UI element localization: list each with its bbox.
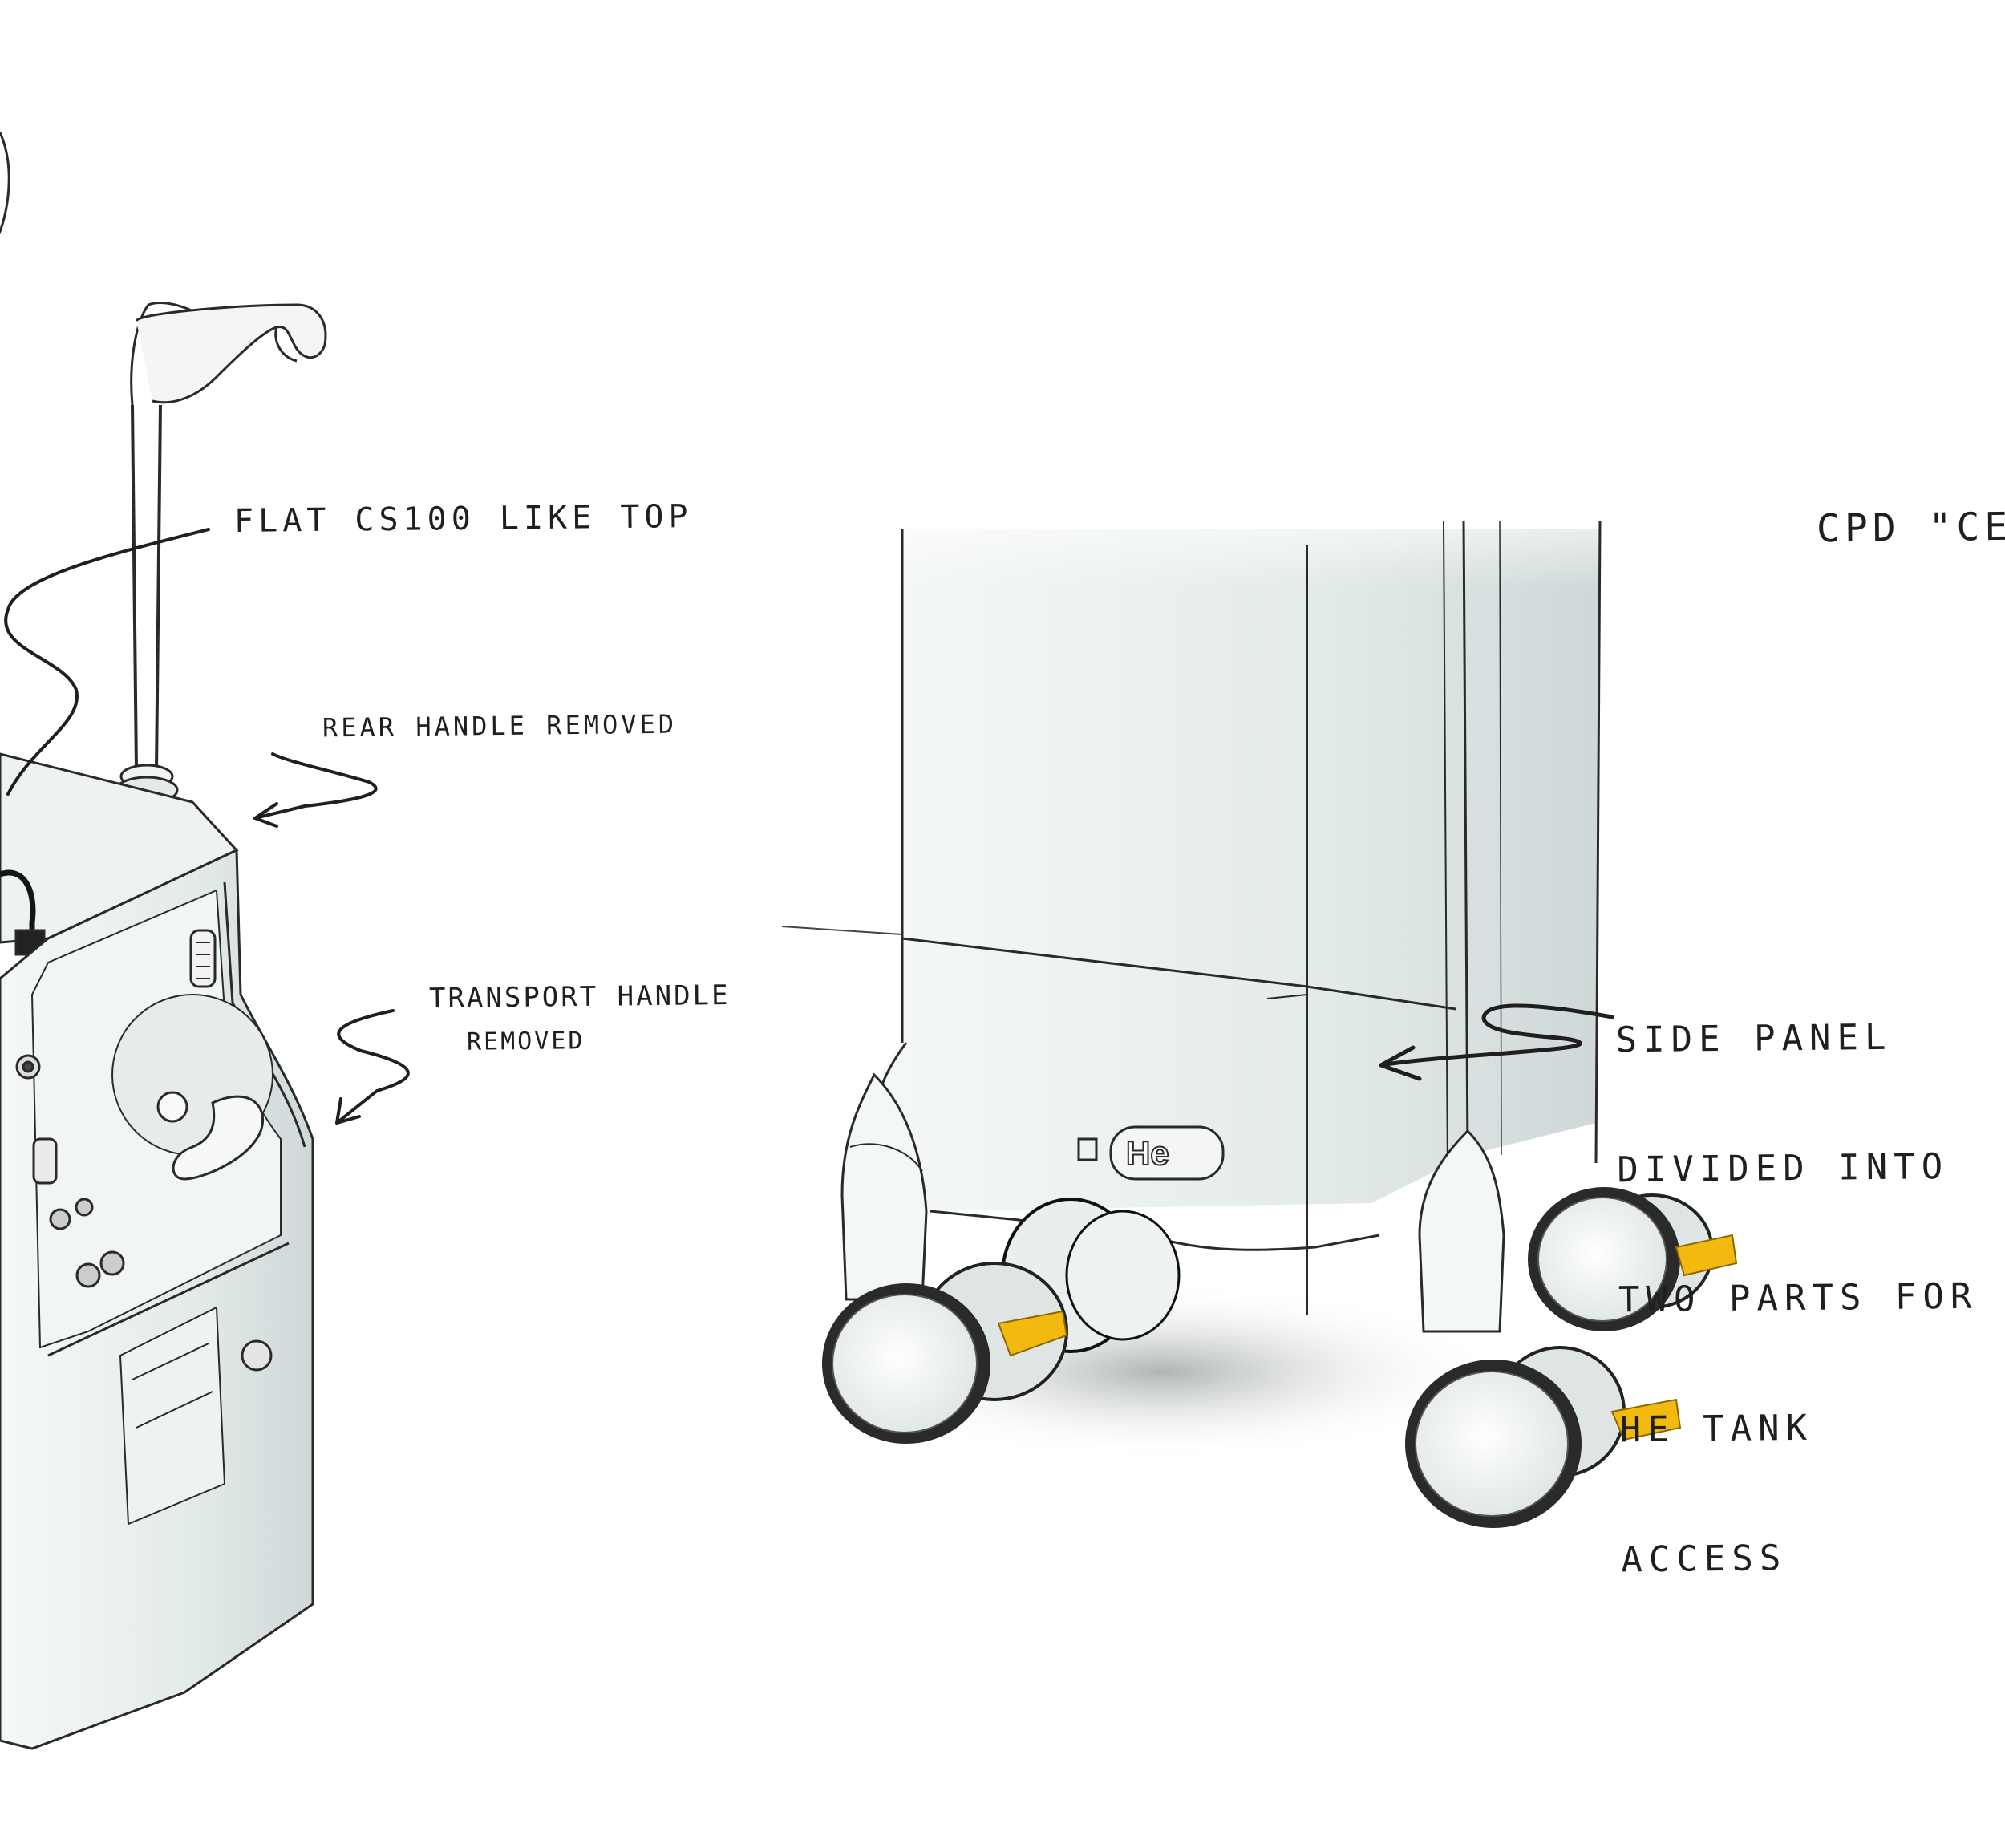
annotation-side-panel-line-1: SIDE PANEL	[1615, 1016, 1893, 1061]
left-machine	[0, 132, 327, 1750]
annotation-side-panel-line-3: TWO PARTS FOR	[1618, 1275, 1979, 1321]
he-badge-icon	[1077, 1137, 1098, 1161]
annotation-rear-handle: REAR HANDLE REMOVED	[322, 708, 678, 744]
annotation-cpd: CPD "CE	[1816, 504, 2005, 552]
right-cart	[781, 481, 1738, 1528]
annotation-flat-top: FLAT CS100 LIKE TOP	[233, 498, 693, 540]
he-badge-label: He	[1125, 1133, 1170, 1173]
annotation-transport-handle-line-1: TRANSPORT HANDLE	[428, 979, 731, 1015]
he-badge-frame	[1109, 1125, 1225, 1181]
annotation-transport-handle-line-2: REMOVED	[466, 1027, 585, 1056]
annotation-side-panel-line-5: ACCESS	[1621, 1538, 1788, 1581]
annotation-leaders-left	[4, 528, 410, 1125]
annotation-side-panel-line-4: HE TANK	[1619, 1407, 1814, 1451]
annotation-leader-right	[1379, 1003, 1614, 1081]
caster-front-right	[1405, 1346, 1682, 1528]
annotation-side-panel: SIDE PANEL DIVIDED INTO TWO PARTS FOR HE…	[1614, 929, 1982, 1669]
caster-rear-right	[1528, 1187, 1738, 1331]
caster-front-left	[822, 1262, 1068, 1444]
annotation-side-panel-line-2: DIVIDED INTO	[1617, 1146, 1950, 1191]
